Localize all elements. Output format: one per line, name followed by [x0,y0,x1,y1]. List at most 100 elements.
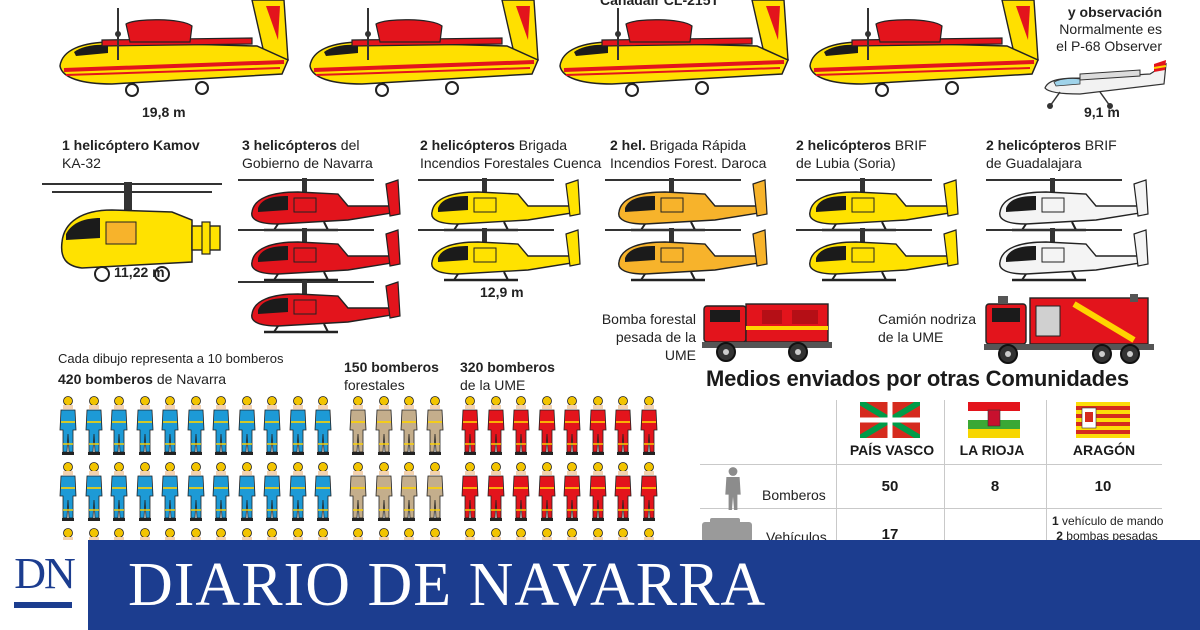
forestales-ff-count: 150 bomberos [344,359,439,375]
kamov-length: 11,22 m [114,264,165,280]
navarra-firefighter-icon [58,462,78,522]
canadair-length: 19,8 m [142,104,186,120]
brand-banner[interactable]: DIARIO DE NAVARRA [88,540,1200,630]
navarra-heli-rest: del [336,137,360,153]
bomba-caption: Bomba forestal pesada de la UME [586,310,696,364]
observer-line-3: el P-68 Observer [1056,38,1162,54]
navarra-firefighter-icon [313,396,333,456]
bomba-line-2: pesada de la UME [615,329,696,363]
col-la-rioja: LA RIOJA [959,442,1025,458]
bomba-line-1: Bomba forestal [601,311,696,327]
daroca-heli-line-2: Incendios Forest. Daroca [610,155,767,171]
ume-firefighter-icon [537,396,557,456]
brand-name: DIARIO DE NAVARRA [128,551,767,619]
ume-firefighter-icon [511,462,531,522]
ume-firefighter-icon [613,462,633,522]
cuenca-heli-caption: 2 helicópteros Brigada Incendios Foresta… [420,136,601,172]
navarra-ff-rest: de Navarra [152,371,227,387]
navarra-firefighter-icon [84,396,104,456]
aragon-vehicles-count-1: 1 [1052,514,1059,528]
guadalajara-heli-2 [986,226,1156,288]
vehicle-icon [702,518,752,542]
navarra-firefighter-icon [211,396,231,456]
navarra-ff-count: 420 bomberos [58,371,153,387]
ume-firefighter-icon [537,462,557,522]
ume-firefighter-icon [486,396,506,456]
nodriza-caption: Camión nodriza de la UME [878,310,976,346]
observer-caption: y observación Normalmente es el P-68 Obs… [1030,4,1162,55]
navarra-heli-line-2: Gobierno de Navarra [242,155,373,171]
forestales-ff-line-2: forestales [344,377,405,393]
observer-plane [1040,50,1170,110]
guadalajara-heli-line-2: de Guadalajara [986,155,1082,171]
col-pais-vasco: PAÍS VASCO [849,442,935,458]
row-bomberos-label: Bomberos [762,487,826,503]
canadair-plane-4 [802,0,1052,100]
canadair-plane-3 [552,0,802,100]
heli-small-length: 12,9 m [480,284,524,300]
daroca-heli-count: 2 hel. [610,137,646,153]
cuenca-heli-line-2: Incendios Forestales Cuenca [420,155,602,171]
observer-line-1: y observación [1067,4,1162,20]
cuenca-heli-2 [418,226,588,288]
kamov-count: 1 helicóptero Kamov [62,137,200,153]
navarra-firefighter-icon [288,462,308,522]
ume-ff-count: 320 bomberos [460,359,555,375]
ume-firefighter-icon [588,462,608,522]
col-aragon: ARAGÓN [1072,442,1136,458]
forestales-firefighter-icon [425,396,445,456]
navarra-heli-caption: 3 helicópteros del Gobierno de Navarra [242,136,373,172]
kamov-model: KA-32 [62,155,101,171]
lubia-heli-count: 2 helicópteros [796,137,891,153]
forestales-firefighter-icon [425,462,445,522]
dn-logo[interactable] [0,540,88,630]
navarra-firefighter-icon [135,462,155,522]
navarra-firefighter-icon [160,396,180,456]
bomberos-la-rioja: 8 [990,478,1000,495]
ume-ff-line-2: de la UME [460,377,526,393]
canadair-plane-1 [52,0,302,100]
daroca-heli-rest: Brigada Rápida [645,137,747,153]
aragon-vehicles: 1 vehículo de mando 2 bombas pesadas [1052,514,1164,544]
forestales-firefighter-icon [399,462,419,522]
forestales-firefighter-icon [399,396,419,456]
ume-firefighter-icon [562,396,582,456]
dn-logo-bar [14,602,72,608]
guadalajara-heli-count: 2 helicópteros [986,137,1081,153]
canadair-plane-2 [302,0,552,100]
cuenca-heli-rest: Brigada [514,137,568,153]
guadalajara-heli-caption: 2 helicópteros BRIF de Guadalajara [986,136,1117,172]
navarra-firefighter-icon [84,462,104,522]
aragon-flag-icon [1076,402,1130,438]
navarra-firefighter-icon [160,462,180,522]
ume-firefighter-icon [639,396,659,456]
dn-logo-initials: DN [14,549,76,598]
lubia-heli-rest: BRIF [890,137,927,153]
aragon-vehicles-text-2: bombas pesadas [1062,529,1158,543]
other-regions-title: Medios enviados por otras Comunidades [706,366,1129,391]
cuenca-heli-count: 2 helicópteros [420,137,515,153]
aragon-vehicles-text-1: vehículo de mando [1058,514,1164,528]
observer-length: 9,1 m [1084,104,1120,120]
navarra-firefighter-icon [237,462,257,522]
ume-firefighter-icon [613,396,633,456]
nodriza-truck [984,294,1154,364]
forestales-ff-caption: 150 bomberos forestales [344,358,439,394]
bomba-truck [702,300,832,362]
forestales-firefighter-icon [374,462,394,522]
navarra-firefighter-icon [135,396,155,456]
ume-firefighter-icon [562,462,582,522]
navarra-ff-caption: 420 bomberos de Navarra [58,370,226,388]
ume-firefighter-icon [486,462,506,522]
navarra-firefighter-icon [211,462,231,522]
kamov-caption: 1 helicóptero Kamov KA-32 [62,136,200,172]
navarra-heli-3 [238,278,408,340]
navarra-firefighter-icon [58,396,78,456]
navarra-firefighter-icon [288,396,308,456]
bomberos-aragon: 10 [1094,478,1112,495]
firefighters-note: Cada dibujo representa a 10 bomberos [58,351,284,366]
la-rioja-flag-icon [968,402,1020,438]
navarra-firefighter-icon [109,462,129,522]
daroca-heli-2 [605,226,775,288]
bomberos-pais-vasco: 50 [881,478,899,495]
